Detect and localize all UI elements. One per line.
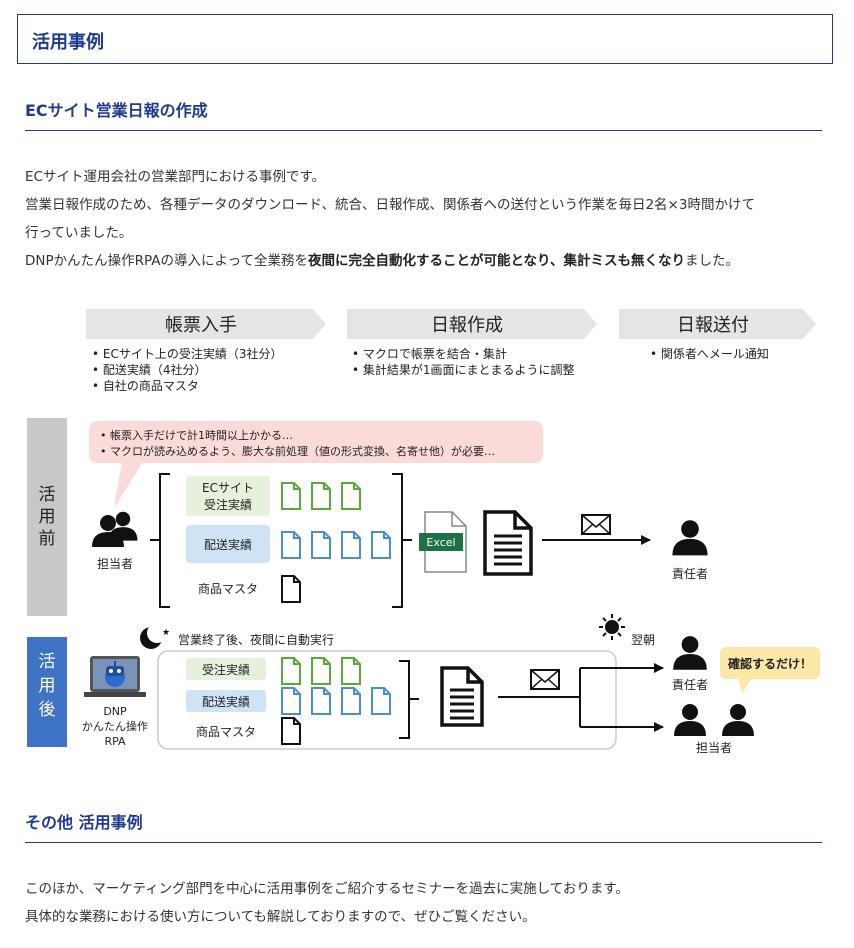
after-brace xyxy=(399,660,419,739)
other-heading-rule xyxy=(25,842,822,843)
after-master-doc xyxy=(281,717,301,745)
report-doc-icon xyxy=(483,510,533,576)
step-2-bullet-2: • 集計結果が1画面にまとまるように調整 xyxy=(352,362,575,377)
robot-label-3: RPA xyxy=(104,735,126,748)
case-line-1: ECサイト運用会社の営業部門における事例です。 xyxy=(25,169,326,185)
step-2-title: 日報作成 xyxy=(431,315,503,336)
svg-text:★: ★ xyxy=(162,628,170,638)
after-label-2: 用 xyxy=(39,676,56,696)
step-3-title: 日報送付 xyxy=(677,315,749,336)
step-1: 帳票入手 • ECサイト上の受注実績（3社分） • 配送実績（4社分） • 自社… xyxy=(86,309,326,393)
master-doc xyxy=(281,575,301,603)
night-label: 営業終了後、夜間に自動実行 xyxy=(178,632,334,647)
orders-box xyxy=(186,658,266,680)
before-label-1: 活 xyxy=(39,485,56,505)
manager-label: 責任者 xyxy=(672,678,708,692)
sun-icon xyxy=(599,614,625,640)
svg-text:Excel: Excel xyxy=(426,536,455,549)
excel-icon: Excel xyxy=(419,511,467,573)
after-report-doc-icon xyxy=(440,666,484,727)
case-heading-rule xyxy=(25,130,822,131)
ec-orders-box xyxy=(186,476,270,516)
recipient-icon xyxy=(672,520,708,556)
before-label-3: 前 xyxy=(39,529,56,549)
after-label-3: 後 xyxy=(39,700,56,720)
issue-1: • 帳票入手だけで計1時間以上かかる… xyxy=(100,428,293,442)
ec-docs xyxy=(281,482,361,510)
split-line xyxy=(498,668,581,727)
staff-icon xyxy=(674,704,754,736)
master-label: 商品マスタ xyxy=(198,581,258,596)
other-line-2: 具体的な業務における使い方についても解説しておりますので、ぜひご覧ください。 xyxy=(25,909,536,925)
moon-icon: ★ xyxy=(140,623,170,649)
before-section: 活 用 前 • 帳票入手だけで計1時間以上かかる… • マクロが読み込めるよう、… xyxy=(27,418,708,616)
morning-label: 翌朝 xyxy=(631,633,655,647)
confirm-bubble: 確認するだけ！ xyxy=(720,647,820,693)
after-section: 活 用 後 ★ 営業終了後、夜間に自動実行 翌朝 DNP かんたん操作 RPA xyxy=(27,614,820,755)
step-1-bullet-1: • ECサイト上の受注実績（3社分） xyxy=(92,346,283,361)
person-label: 担当者 xyxy=(97,557,133,571)
case-heading: ECサイト営業日報の作成 xyxy=(25,101,208,120)
workflow-diagram: 帳票入手 • ECサイト上の受注実績（3社分） • 配送実績（4社分） • 自社… xyxy=(27,309,820,755)
after-shipping-box xyxy=(186,690,266,712)
svg-text:配送実績: 配送実績 xyxy=(202,694,250,709)
svg-text:受注実績: 受注実績 xyxy=(202,662,250,677)
recipient-label: 責任者 xyxy=(672,567,708,581)
shipping-docs xyxy=(281,531,391,559)
shipping-box xyxy=(186,525,270,563)
case-line-2: 営業日報作成のため、各種データのダウンロード、統合、日報作成、関係者への送付とい… xyxy=(25,197,755,213)
before-label-2: 用 xyxy=(39,507,56,527)
people-icon xyxy=(92,511,138,547)
section-title-box: 活用事例 xyxy=(17,14,833,64)
manager-icon xyxy=(673,636,707,670)
orders-docs xyxy=(281,657,361,685)
after-mail-icon xyxy=(530,669,560,690)
step-1-bullet-3: • 自社の商品マスタ xyxy=(92,378,199,393)
issue-bubble: • 帳票入手だけで計1時間以上かかる… • マクロが読み込めるよう、膨大な前処理… xyxy=(89,421,543,508)
robot-label-1: DNP xyxy=(103,705,127,718)
step-2: 日報作成 • マクロで帳票を結合・集計 • 集計結果が1画面にまとまるように調整 xyxy=(347,309,597,377)
issue-2: • マクロが読み込めるよう、膨大な前処理（値の形式変換、名寄せ他）が必要… xyxy=(100,444,495,458)
step-3: 日報送付 • 関係者へメール通知 xyxy=(619,309,816,361)
svg-text:受注実績: 受注実績 xyxy=(204,497,252,512)
step-1-title: 帳票入手 xyxy=(165,315,237,336)
after-label-bar xyxy=(27,637,67,747)
case-line-4: DNPかんたん操作RPAの導入によって全業務を夜間に完全自動化することが可能とな… xyxy=(25,253,740,269)
before-label-bar xyxy=(27,418,67,616)
svg-text:ECサイト: ECサイト xyxy=(202,481,254,495)
left-brace xyxy=(150,473,170,608)
svg-text:配送実績: 配送実績 xyxy=(204,537,252,552)
case-highlight: 夜間に完全自動化することが可能となり、集計ミスも無くなり xyxy=(307,253,686,269)
step-2-bullet-1: • マクロで帳票を結合・集計 xyxy=(352,346,507,361)
other-description: このほか、マーケティング部門を中心に活用事例をご紹介するセミナーを過去に実施して… xyxy=(25,875,825,931)
right-brace xyxy=(392,473,412,608)
other-heading: その他 活用事例 xyxy=(25,813,143,832)
staff-label: 担当者 xyxy=(696,741,732,755)
after-label-1: 活 xyxy=(39,652,56,672)
after-master-label: 商品マスタ xyxy=(196,724,256,739)
robot-laptop-icon xyxy=(84,656,146,697)
mail-icon xyxy=(581,514,611,535)
step-3-bullet-1: • 関係者へメール通知 xyxy=(650,347,769,361)
robot-label-2: かんたん操作 xyxy=(82,719,148,733)
case-description: ECサイト運用会社の営業部門における事例です。 営業日報作成のため、各種データの… xyxy=(25,163,825,275)
section-title: 活用事例 xyxy=(32,32,104,53)
svg-text:確認するだけ！: 確認するだけ！ xyxy=(728,656,812,671)
case-line-3: 行っていました。 xyxy=(25,225,133,241)
other-line-1: このほか、マーケティング部門を中心に活用事例をご紹介するセミナーを過去に実施して… xyxy=(25,881,629,897)
step-1-bullet-2: • 配送実績（4社分） xyxy=(92,362,207,377)
